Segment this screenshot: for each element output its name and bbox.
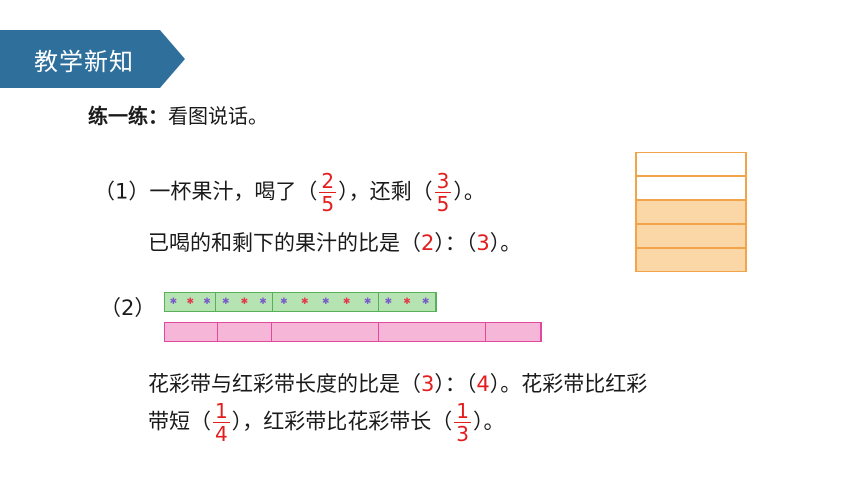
exercise-label: 练一练： [88, 104, 168, 128]
flower-icon: ✱ [203, 296, 211, 307]
flower-ribbon-segment: ✱ ✱ ✱ [165, 293, 217, 311]
section-title: 教学新知 [34, 48, 134, 76]
flower-icon: ✱ [186, 296, 195, 307]
q2-text-c: ）。花彩带比红彩 [489, 372, 648, 396]
red-ribbon-segment [486, 323, 541, 341]
q1-ratio-text-a: 已喝的和剩下的果汁的比是（ [148, 231, 421, 255]
flower-ribbon-segment: ✱ ✱ ✱ ✱ ✱ [273, 293, 380, 311]
q2-line1: 花彩带与红彩带长度的比是（3）：（4）。花彩带比红彩 [148, 368, 647, 398]
q1-ratio-text-b: ）：（ [434, 231, 477, 255]
flower-icon: ✱ [222, 296, 230, 307]
fraction-denominator: 4 [215, 422, 228, 446]
exercise-heading: 练一练：看图说话。 [88, 100, 268, 129]
cup-part [635, 152, 747, 177]
q1-line2: 已喝的和剩下的果汁的比是（2）：（3）。 [148, 227, 521, 257]
q2-text-e: ），红彩带比花彩带长（ [231, 409, 453, 434]
flower-icon: ✱ [280, 296, 288, 307]
flower-icon: ✱ [363, 296, 372, 307]
q2-ratio-a: 3 [421, 372, 435, 396]
q2-text-a: 花彩带与红彩带长度的比是（ [148, 372, 421, 396]
red-ribbon-segment [272, 323, 380, 341]
cup-part [635, 199, 747, 225]
flower-ribbon-segment: ✱ ✱ ✱ [216, 293, 274, 311]
flower-icon: ✱ [259, 296, 267, 307]
q1-text-c: ）。 [453, 179, 485, 204]
juice-cup-diagram [635, 152, 747, 272]
flower-icon: ✱ [301, 296, 309, 307]
q2-text-f: ）。 [472, 409, 505, 434]
q1-text-b: ），还剩（ [338, 179, 433, 204]
flower-icon: ✱ [342, 296, 351, 307]
red-ribbon-segment [218, 323, 273, 341]
q1-ratio-b: 3 [476, 231, 490, 255]
fraction-numerator: 2 [321, 169, 335, 193]
q2-ratio-b: 4 [476, 372, 490, 396]
flower-ribbon: ✱ ✱ ✱ ✱ ✱ ✱ ✱ ✱ ✱ ✱ ✱ ✱ ✱ ✱ [164, 292, 437, 312]
q1-text-a: 一杯果汁，喝了（ [149, 179, 318, 204]
section-banner: 教学新知 [0, 30, 185, 88]
q1-number: （1） [94, 179, 150, 204]
q1-ratio-text-c: ）。 [489, 231, 522, 255]
q2-number: （2） [100, 296, 156, 320]
exercise-instruction: 看图说话。 [168, 104, 268, 128]
flower-icon: ✱ [169, 296, 178, 307]
fraction-denominator: 5 [321, 192, 335, 216]
fraction-denominator: 3 [456, 422, 469, 446]
banner-shape [0, 30, 185, 88]
red-ribbon [164, 322, 542, 342]
q1-ratio-a: 2 [421, 231, 435, 255]
q2-text-b: ）：（ [434, 372, 477, 396]
flower-icon: ✱ [403, 296, 411, 307]
flower-icon: ✱ [240, 296, 249, 307]
flower-icon: ✱ [321, 296, 330, 307]
q2-text-d: 带短（ [148, 409, 211, 434]
flower-ribbon-segment: ✱ ✱ ✱ [379, 293, 436, 311]
red-ribbon-segment [379, 323, 487, 341]
fraction-numerator: 3 [436, 169, 450, 193]
fraction-denominator: 5 [436, 192, 450, 216]
cup-part [635, 223, 747, 249]
cup-part [635, 175, 747, 201]
fraction-numerator: 1 [456, 399, 469, 423]
flower-icon: ✱ [421, 296, 430, 307]
cup-part [635, 247, 747, 272]
fraction-numerator: 1 [215, 399, 228, 423]
flower-icon: ✱ [384, 296, 393, 307]
red-ribbon-segment [165, 323, 218, 341]
